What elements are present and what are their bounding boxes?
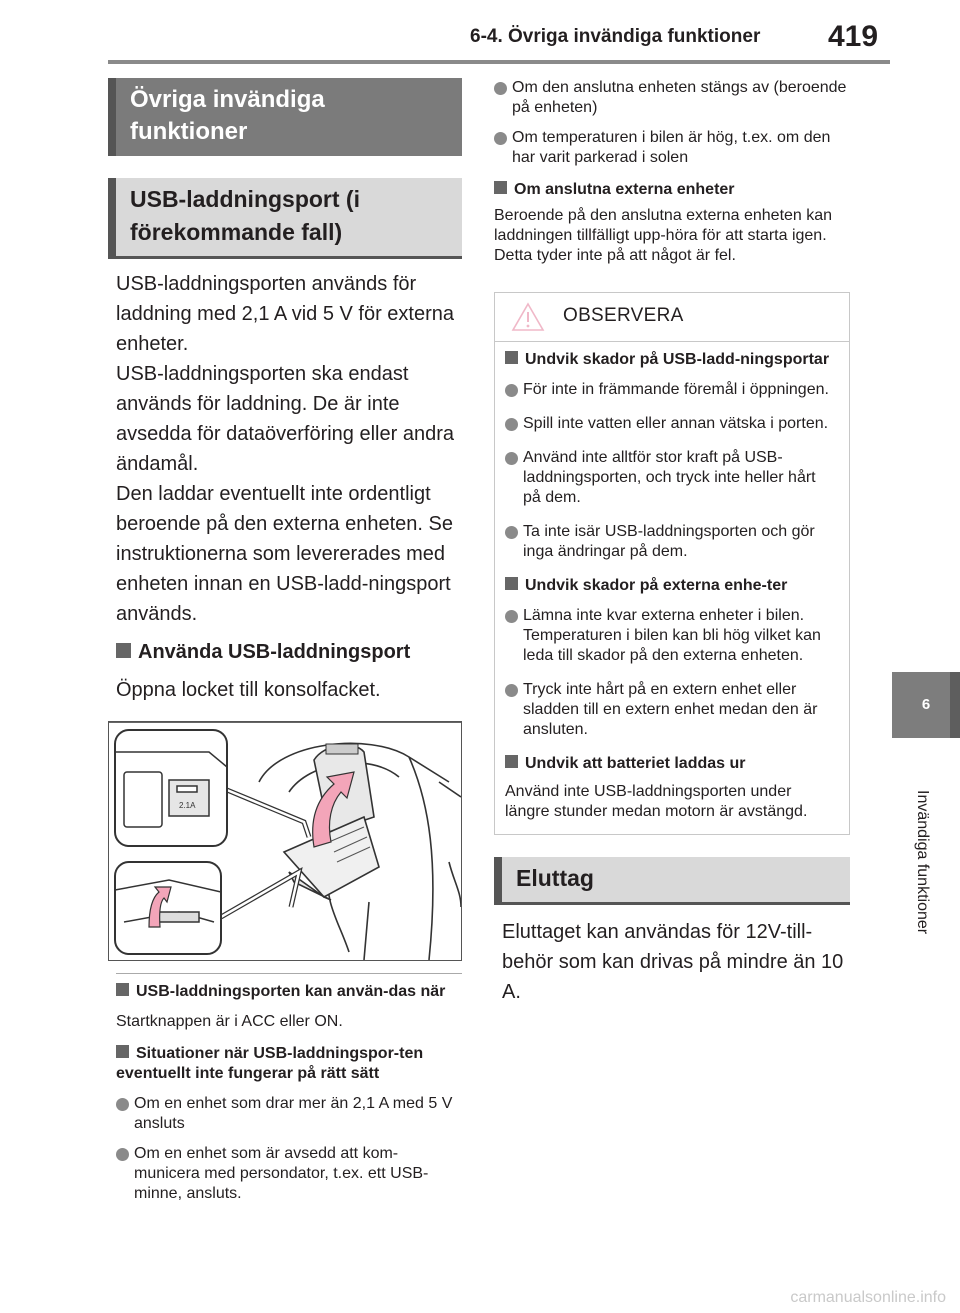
note2-bullet-2: Om en enhet som är avsedd att kom-munice… bbox=[116, 1144, 462, 1204]
intro-paragraph-3: Den laddar eventuellt inte ordentligt be… bbox=[116, 483, 453, 625]
intro-paragraph-2: USB-laddningsporten ska endast används f… bbox=[116, 363, 454, 475]
chapter-tab: 6 bbox=[892, 672, 960, 738]
right-column: Om den anslutna enheten stängs av (beroe… bbox=[494, 78, 850, 1007]
chapter-tab-number: 6 bbox=[921, 696, 931, 713]
square-bullet-icon bbox=[116, 983, 129, 996]
page-number: 419 bbox=[828, 20, 879, 53]
intro-paragraph-1: USB-laddningsporten används för laddning… bbox=[116, 273, 454, 355]
square-bullet-icon bbox=[505, 351, 518, 364]
running-header-section: 6-4. Övriga invändiga funktioner bbox=[470, 26, 761, 47]
square-bullet-icon bbox=[505, 577, 518, 590]
note3-heading: Om anslutna externa enheter bbox=[494, 180, 850, 200]
caution-bullet-2: Spill inte vatten eller annan vätska i p… bbox=[505, 414, 833, 434]
use-heading: Använda USB-laddningsport bbox=[108, 637, 462, 667]
square-bullet-icon bbox=[494, 181, 507, 194]
caution-title: OBSERVERA bbox=[563, 305, 684, 326]
caution-heading-1: Undvik skador på USB-ladd-ningsportar bbox=[505, 350, 833, 370]
left-column: Övriga invändiga funktioner USB-laddning… bbox=[108, 78, 462, 1204]
caution-box: OBSERVERA Undvik skador på USB-ladd-ning… bbox=[494, 292, 850, 835]
caution-bullet-3: Använd inte alltför stor kraft på USB-la… bbox=[505, 448, 833, 508]
square-bullet-icon bbox=[505, 755, 518, 768]
caution-body: Undvik skador på USB-ladd-ningsportar Fö… bbox=[495, 342, 849, 834]
use-instruction: Öppna locket till konsolfacket. bbox=[116, 679, 381, 701]
caution-bullet-1: För inte in främmande föremål i öppninge… bbox=[505, 380, 833, 400]
chapter-tab-edge bbox=[950, 672, 960, 738]
square-bullet-icon bbox=[116, 643, 131, 658]
usb-rating-label: 2.1A bbox=[179, 801, 196, 810]
round-bullet-icon bbox=[505, 610, 518, 623]
chapter-side-label: Invändiga funktioner bbox=[914, 790, 931, 935]
caution-heading-2: Undvik skador på externa enhe-ter bbox=[505, 576, 833, 596]
round-bullet-icon bbox=[116, 1148, 129, 1161]
caution-bullet-5: Lämna inte kvar externa enheter i bilen.… bbox=[505, 606, 833, 666]
console-illustration-svg: 2.1A bbox=[109, 722, 461, 960]
caution-bullet-6: Tryck inte hårt på en extern enhet eller… bbox=[505, 680, 833, 740]
eluttag-text: Eluttaget kan användas för 12V-till-behö… bbox=[502, 921, 844, 1003]
round-bullet-icon bbox=[505, 384, 518, 397]
round-bullet-icon bbox=[116, 1098, 129, 1111]
round-bullet-icon bbox=[505, 418, 518, 431]
round-bullet-icon bbox=[494, 82, 507, 95]
usb-section-heading: USB-laddningsport (i förekommande fall) bbox=[108, 178, 462, 259]
eluttag-heading: Eluttag bbox=[494, 857, 850, 905]
note1-text: Startknappen är i ACC eller ON. bbox=[116, 1013, 343, 1030]
caution-header: OBSERVERA bbox=[495, 293, 849, 342]
watermark: carmanualsonline.info bbox=[790, 1289, 946, 1306]
round-bullet-icon bbox=[494, 132, 507, 145]
note2-heading: Situationer när USB-laddningspor-ten eve… bbox=[116, 1045, 424, 1082]
note1-heading: USB-laddningsporten kan använ-das när bbox=[108, 982, 462, 1002]
main-heading: Övriga invändiga funktioner bbox=[108, 78, 462, 156]
caution-heading-3: Undvik att batteriet laddas ur bbox=[505, 754, 833, 774]
round-bullet-icon bbox=[505, 526, 518, 539]
square-bullet-icon bbox=[116, 1045, 129, 1058]
round-bullet-icon bbox=[505, 452, 518, 465]
warning-triangle-icon bbox=[511, 302, 545, 331]
caution-bullet-4: Ta inte isär USB-laddningsporten och gör… bbox=[505, 522, 833, 562]
header-rule bbox=[108, 60, 890, 64]
note3-text: Beroende på den anslutna externa enheten… bbox=[494, 207, 833, 264]
top-bullet-2: Om temperaturen i bilen är hög, t.ex. om… bbox=[494, 128, 850, 168]
console-illustration: 2.1A bbox=[108, 721, 462, 961]
round-bullet-icon bbox=[505, 684, 518, 697]
note2-bullet-1: Om en enhet som drar mer än 2,1 A med 5 … bbox=[116, 1094, 462, 1134]
top-bullet-1: Om den anslutna enheten stängs av (beroe… bbox=[494, 78, 850, 118]
caution-text-3: Använd inte USB-laddningsporten under lä… bbox=[505, 783, 808, 820]
